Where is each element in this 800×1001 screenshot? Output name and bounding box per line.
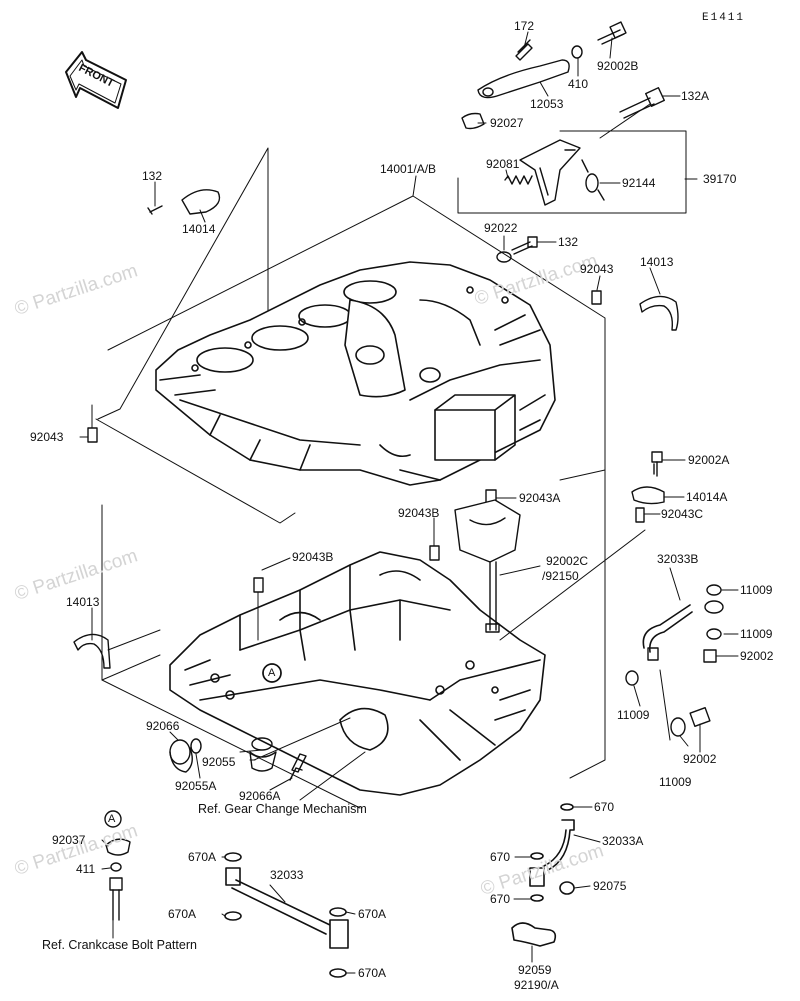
part-label[interactable]: 92043B <box>292 550 334 564</box>
part-label[interactable]: 92022 <box>484 221 518 235</box>
upper-case-outline <box>97 147 269 421</box>
part-label[interactable]: 132 <box>558 235 579 249</box>
part-label[interactable]: 12053 <box>530 97 564 111</box>
part-label[interactable]: 670A <box>358 907 387 921</box>
part-label[interactable]: 670A <box>188 850 217 864</box>
part-label[interactable]: 11009 <box>740 583 773 597</box>
part-label[interactable]: 92043 <box>580 262 614 276</box>
right-side-parts <box>73 451 724 737</box>
part-label[interactable]: 92027 <box>490 116 524 130</box>
part-label[interactable]: 92190/A <box>514 978 559 992</box>
part-label[interactable]: 14013 <box>640 255 674 269</box>
part-label[interactable]: 92002 <box>740 649 774 663</box>
part-label[interactable]: 92002B <box>597 59 639 73</box>
part-label[interactable]: 14014A <box>686 490 728 504</box>
upper-crankcase <box>155 261 556 486</box>
part-label[interactable]: 92055 <box>202 755 236 769</box>
part-label[interactable]: 670 <box>490 850 511 864</box>
part-label[interactable]: 92002C <box>546 554 589 568</box>
part-label[interactable]: 14001/A/B <box>380 162 437 176</box>
part-label[interactable]: 11009 <box>740 627 773 641</box>
part-label[interactable]: 92043B <box>398 506 440 520</box>
part-label[interactable]: 132 <box>142 169 163 183</box>
part-label[interactable]: 92081 <box>486 157 520 171</box>
part-label[interactable]: 92043A <box>519 491 561 505</box>
part-label[interactable]: 92066A <box>239 789 281 803</box>
part-label[interactable]: 92037 <box>52 833 86 847</box>
ref-gear-change-mechanism[interactable]: Ref. Gear Change Mechanism <box>198 802 367 816</box>
part-label[interactable]: /92150 <box>542 569 579 583</box>
part-label[interactable]: 92144 <box>622 176 656 190</box>
part-label[interactable]: 92059 <box>518 963 552 977</box>
part-label[interactable]: 132A <box>681 89 710 103</box>
clamp-parts <box>104 810 131 921</box>
part-label[interactable]: 32033B <box>657 552 699 566</box>
callout-a: A <box>108 813 116 825</box>
part-label[interactable]: 11009 <box>617 708 650 722</box>
part-label[interactable]: 32033 <box>270 868 304 882</box>
part-label[interactable]: 11009 <box>659 775 692 789</box>
part-label[interactable]: 670 <box>594 800 615 814</box>
assembly-39170-bracket <box>457 130 687 214</box>
ref-crankcase-bolt-pattern[interactable]: Ref. Crankcase Bolt Pattern <box>42 938 197 952</box>
part-label[interactable]: 172 <box>514 19 535 33</box>
part-label[interactable]: 14014 <box>182 222 216 236</box>
part-label[interactable]: 92075 <box>593 879 627 893</box>
part-label[interactable]: 410 <box>568 77 589 91</box>
front-arrow-label: FRONT <box>77 62 116 90</box>
lower-crankcase <box>169 551 546 796</box>
part-label[interactable]: 92043C <box>661 507 704 521</box>
leader-lines <box>79 31 739 974</box>
part-label[interactable]: 411 <box>76 862 96 876</box>
part-label[interactable]: 92066 <box>146 719 180 733</box>
part-label[interactable]: 92043 <box>30 430 64 444</box>
diagram-code: E1411 <box>702 12 746 24</box>
front-arrow-icon <box>65 51 127 109</box>
part-label[interactable]: 92055A <box>175 779 217 793</box>
top-small-parts <box>87 21 679 443</box>
part-label[interactable]: 670 <box>490 892 511 906</box>
part-label[interactable]: 670A <box>168 907 197 921</box>
callout-a: A <box>268 667 276 679</box>
part-label[interactable]: 32033A <box>602 834 644 848</box>
part-label[interactable]: 92002 <box>683 752 717 766</box>
part-label[interactable]: 14013 <box>66 595 100 609</box>
part-label[interactable]: 39170 <box>703 172 737 186</box>
part-label[interactable]: 92002A <box>688 453 730 467</box>
drain-parts <box>169 737 307 781</box>
part-label[interactable]: 670A <box>358 966 387 980</box>
